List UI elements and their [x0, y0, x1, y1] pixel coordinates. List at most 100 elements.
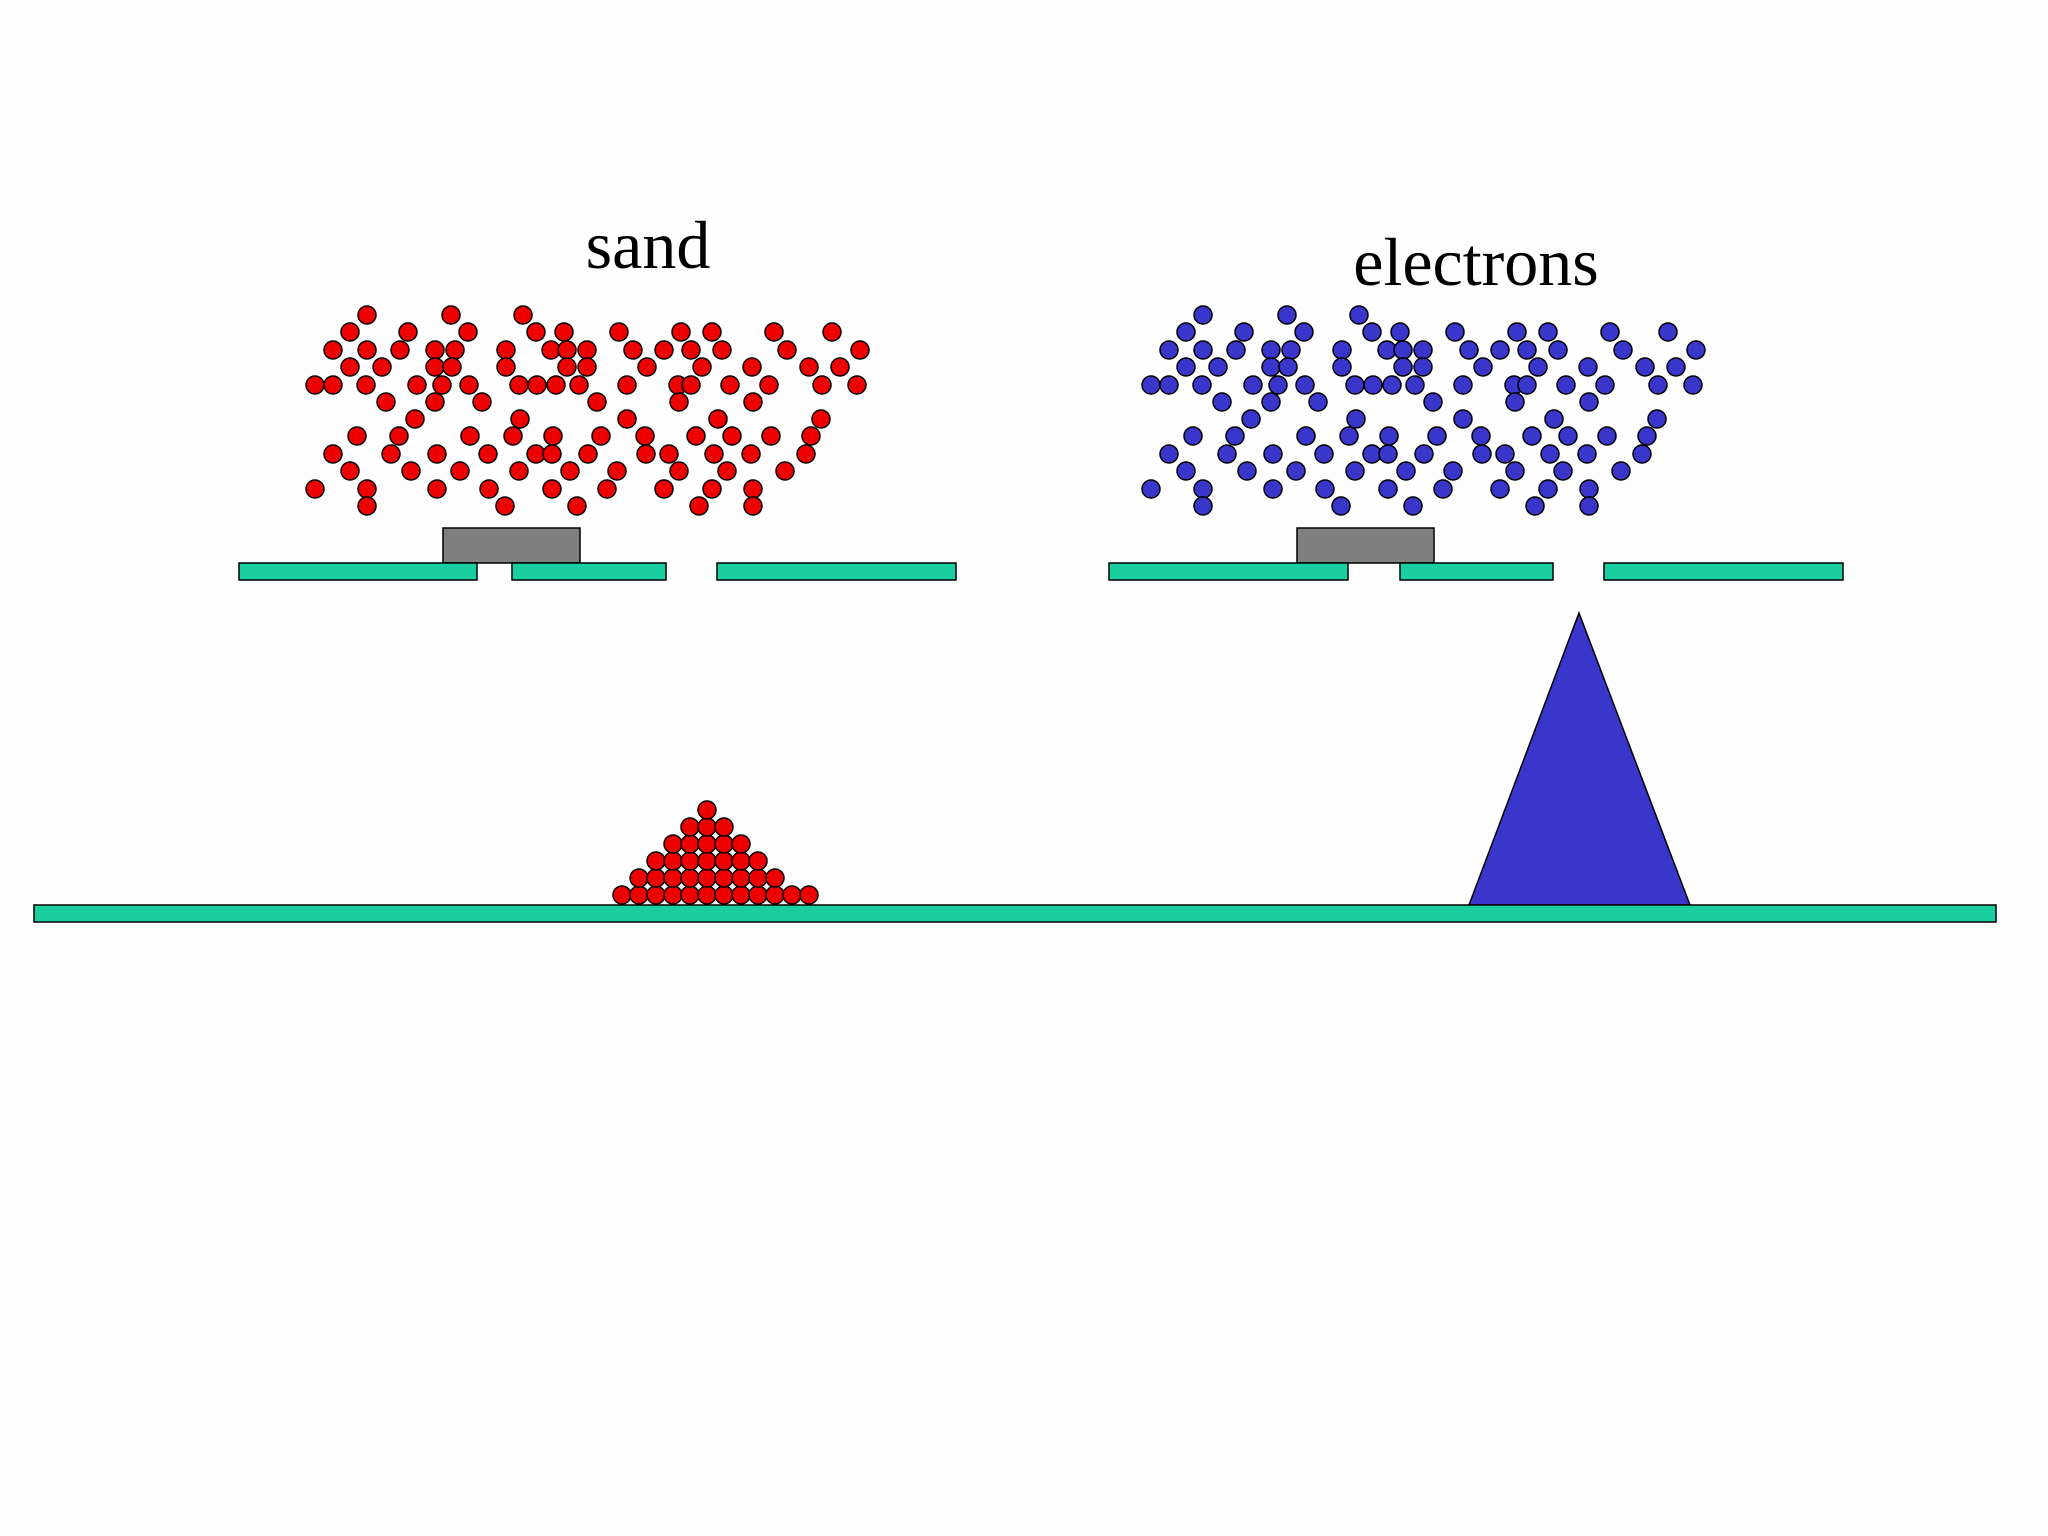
electron-particle-cloud	[1141, 305, 1706, 516]
electron-particle	[1595, 375, 1615, 395]
sand-particle	[635, 426, 655, 446]
electron-particle	[1540, 444, 1560, 464]
sand-particle	[527, 375, 547, 395]
electron-particle	[1378, 444, 1398, 464]
electron-particle	[1683, 375, 1703, 395]
sand-pile-particle	[646, 868, 666, 888]
sand-particle	[401, 461, 421, 481]
electron-particle	[1453, 375, 1473, 395]
sand-pile-particle	[731, 885, 751, 905]
sand-pile-particle	[646, 851, 666, 871]
electron-particle	[1553, 461, 1573, 481]
sand-particle	[305, 375, 325, 395]
electron-particle	[1176, 322, 1196, 342]
sand-particle	[822, 322, 842, 342]
sand-particle	[577, 357, 597, 377]
sand-barrier-middle	[511, 562, 667, 581]
sand-particle	[509, 375, 529, 395]
sand-particle	[478, 444, 498, 464]
sand-particle	[659, 444, 679, 464]
electron-particle	[1433, 479, 1453, 499]
electron-particle	[1349, 305, 1369, 325]
electron-particle	[1647, 409, 1667, 429]
sand-particle	[479, 479, 499, 499]
sand-slit-shutter	[442, 527, 581, 564]
sand-pile-particle	[714, 885, 734, 905]
electron-particle	[1578, 357, 1598, 377]
electron-particle	[1378, 479, 1398, 499]
sand-pile-particle	[680, 885, 700, 905]
sand-particle	[425, 340, 445, 360]
electron-particle	[1471, 426, 1491, 446]
electron-particle	[1505, 392, 1525, 412]
electron-particle	[1363, 375, 1383, 395]
electron-particle	[1613, 340, 1633, 360]
sand-particle	[578, 444, 598, 464]
sand-particle	[671, 322, 691, 342]
sand-particle	[425, 357, 445, 377]
electron-particle	[1281, 340, 1301, 360]
sand-particle	[617, 409, 637, 429]
sand-particle	[811, 409, 831, 429]
electron-particle	[1427, 426, 1447, 446]
electron-particle	[1528, 357, 1548, 377]
electron-particle	[1332, 357, 1352, 377]
electron-particle	[1445, 322, 1465, 342]
sand-particle	[560, 461, 580, 481]
electron-particle	[1382, 375, 1402, 395]
sand-particle	[743, 496, 763, 516]
sand-particle	[764, 322, 784, 342]
electron-particle	[1635, 357, 1655, 377]
sand-particle-pile	[612, 800, 819, 905]
electron-particle	[1141, 375, 1161, 395]
electron-particle	[1611, 461, 1631, 481]
sand-particle	[543, 426, 563, 446]
electron-particle	[1579, 496, 1599, 516]
electron-particle	[1414, 444, 1434, 464]
sand-pile-particle	[663, 885, 683, 905]
sand-particle	[702, 322, 722, 342]
sand-particle	[708, 409, 728, 429]
electron-particle	[1277, 305, 1297, 325]
electron-particle	[1286, 461, 1306, 481]
electron-particle	[1345, 375, 1365, 395]
electron-particle	[1237, 461, 1257, 481]
electron-particle	[1413, 340, 1433, 360]
sand-particle	[569, 375, 589, 395]
sand-pile-particle	[765, 868, 785, 888]
electron-slit-apparatus	[1108, 527, 1844, 581]
sand-particle	[323, 444, 343, 464]
sand-pile-particle	[731, 834, 751, 854]
sand-particle	[407, 375, 427, 395]
sand-particle	[704, 444, 724, 464]
sand-particle	[356, 375, 376, 395]
electron-particle	[1193, 340, 1213, 360]
sand-particle	[340, 357, 360, 377]
electron-particle	[1548, 340, 1568, 360]
electron-particle	[1345, 461, 1365, 481]
electron-particle	[1490, 340, 1510, 360]
electron-particle	[1525, 496, 1545, 516]
sand-particle	[509, 461, 529, 481]
electron-particle	[1362, 322, 1382, 342]
sand-particle	[459, 375, 479, 395]
sand-pile-particle	[731, 851, 751, 871]
sand-particle	[427, 479, 447, 499]
electron-particle	[1263, 479, 1283, 499]
sand-particle	[427, 444, 447, 464]
sand-particle	[742, 357, 762, 377]
electron-particle	[1226, 340, 1246, 360]
sand-particle	[496, 340, 516, 360]
sand-particle	[759, 375, 779, 395]
sand-particle	[617, 375, 637, 395]
sand-particle	[546, 375, 566, 395]
electron-particle	[1176, 357, 1196, 377]
sand-particle	[681, 340, 701, 360]
sand-particle	[357, 479, 377, 499]
electron-particle	[1261, 392, 1281, 412]
electron-particle	[1241, 409, 1261, 429]
electron-particle	[1490, 479, 1510, 499]
sand-particle	[445, 340, 465, 360]
electron-particle	[1577, 444, 1597, 464]
electron-particle	[1212, 392, 1232, 412]
